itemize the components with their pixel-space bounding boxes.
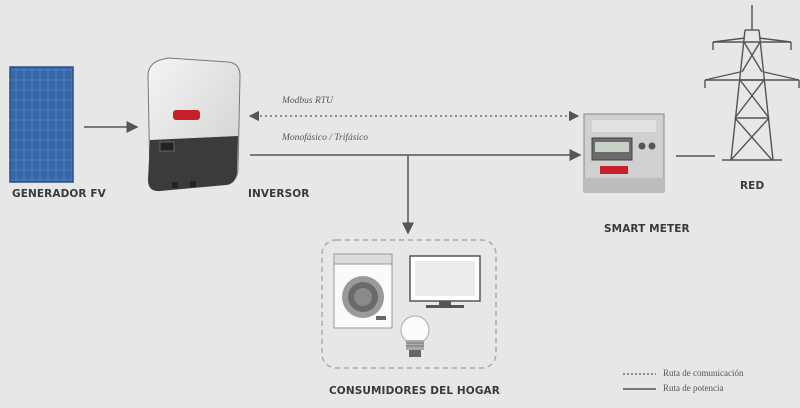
smart-meter-icon [583,113,665,193]
washing-machine-icon [333,253,393,329]
legend-power: Ruta de potencia [663,383,724,393]
grid-label: RED [740,180,765,192]
household-box [321,239,497,369]
power-tower-icon [704,5,800,161]
modbus-label: Modbus RTU [282,96,333,106]
household-label: CONSUMIDORES DEL HOGAR [329,385,500,397]
solar-panel-icon [9,66,74,183]
inverter-label: INVERSOR [248,188,310,200]
television-icon [409,255,481,308]
smart-meter-label: SMART METER [604,223,690,235]
pv-generator-label: GENERADOR FV [12,188,106,200]
light-bulb-icon [400,315,430,357]
phase-label: Monofásico / Trifásico [282,133,369,143]
legend-communication: Ruta de comunicación [663,368,744,378]
inverter-icon [147,57,241,192]
